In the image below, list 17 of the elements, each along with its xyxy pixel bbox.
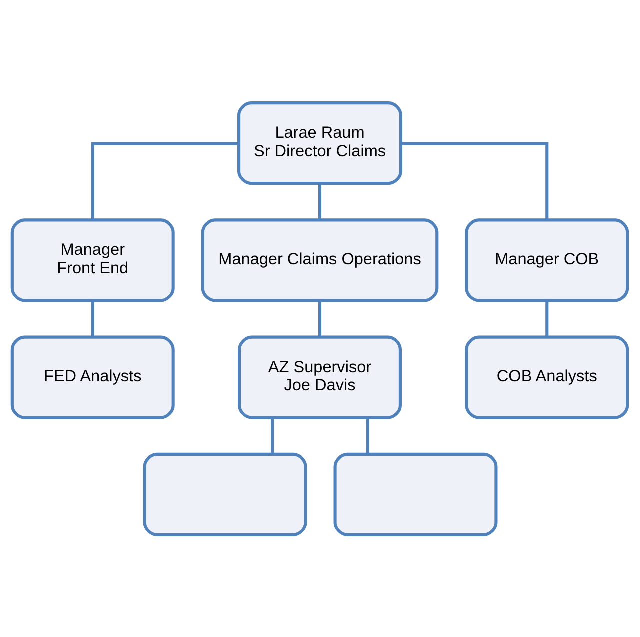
connector bbox=[271, 417, 274, 454]
node-box bbox=[143, 452, 308, 536]
connector bbox=[546, 300, 549, 337]
connector bbox=[91, 142, 239, 220]
connector bbox=[366, 417, 370, 454]
node-box: FED Analysts bbox=[10, 335, 175, 419]
node-box: Manager Front End bbox=[10, 218, 175, 302]
connector bbox=[401, 142, 549, 220]
node-box: AZ Supervisor Joe Davis bbox=[238, 335, 402, 419]
node-box bbox=[334, 452, 498, 536]
node-box: Manager Claims Operations bbox=[201, 218, 439, 302]
node-box: Manager COB bbox=[465, 218, 630, 302]
connector bbox=[318, 183, 322, 220]
node-box: Larae Raum Sr Director Claims bbox=[238, 101, 402, 185]
node-box: COB Analysts bbox=[465, 335, 630, 419]
connector bbox=[318, 300, 322, 337]
connector bbox=[91, 300, 94, 337]
